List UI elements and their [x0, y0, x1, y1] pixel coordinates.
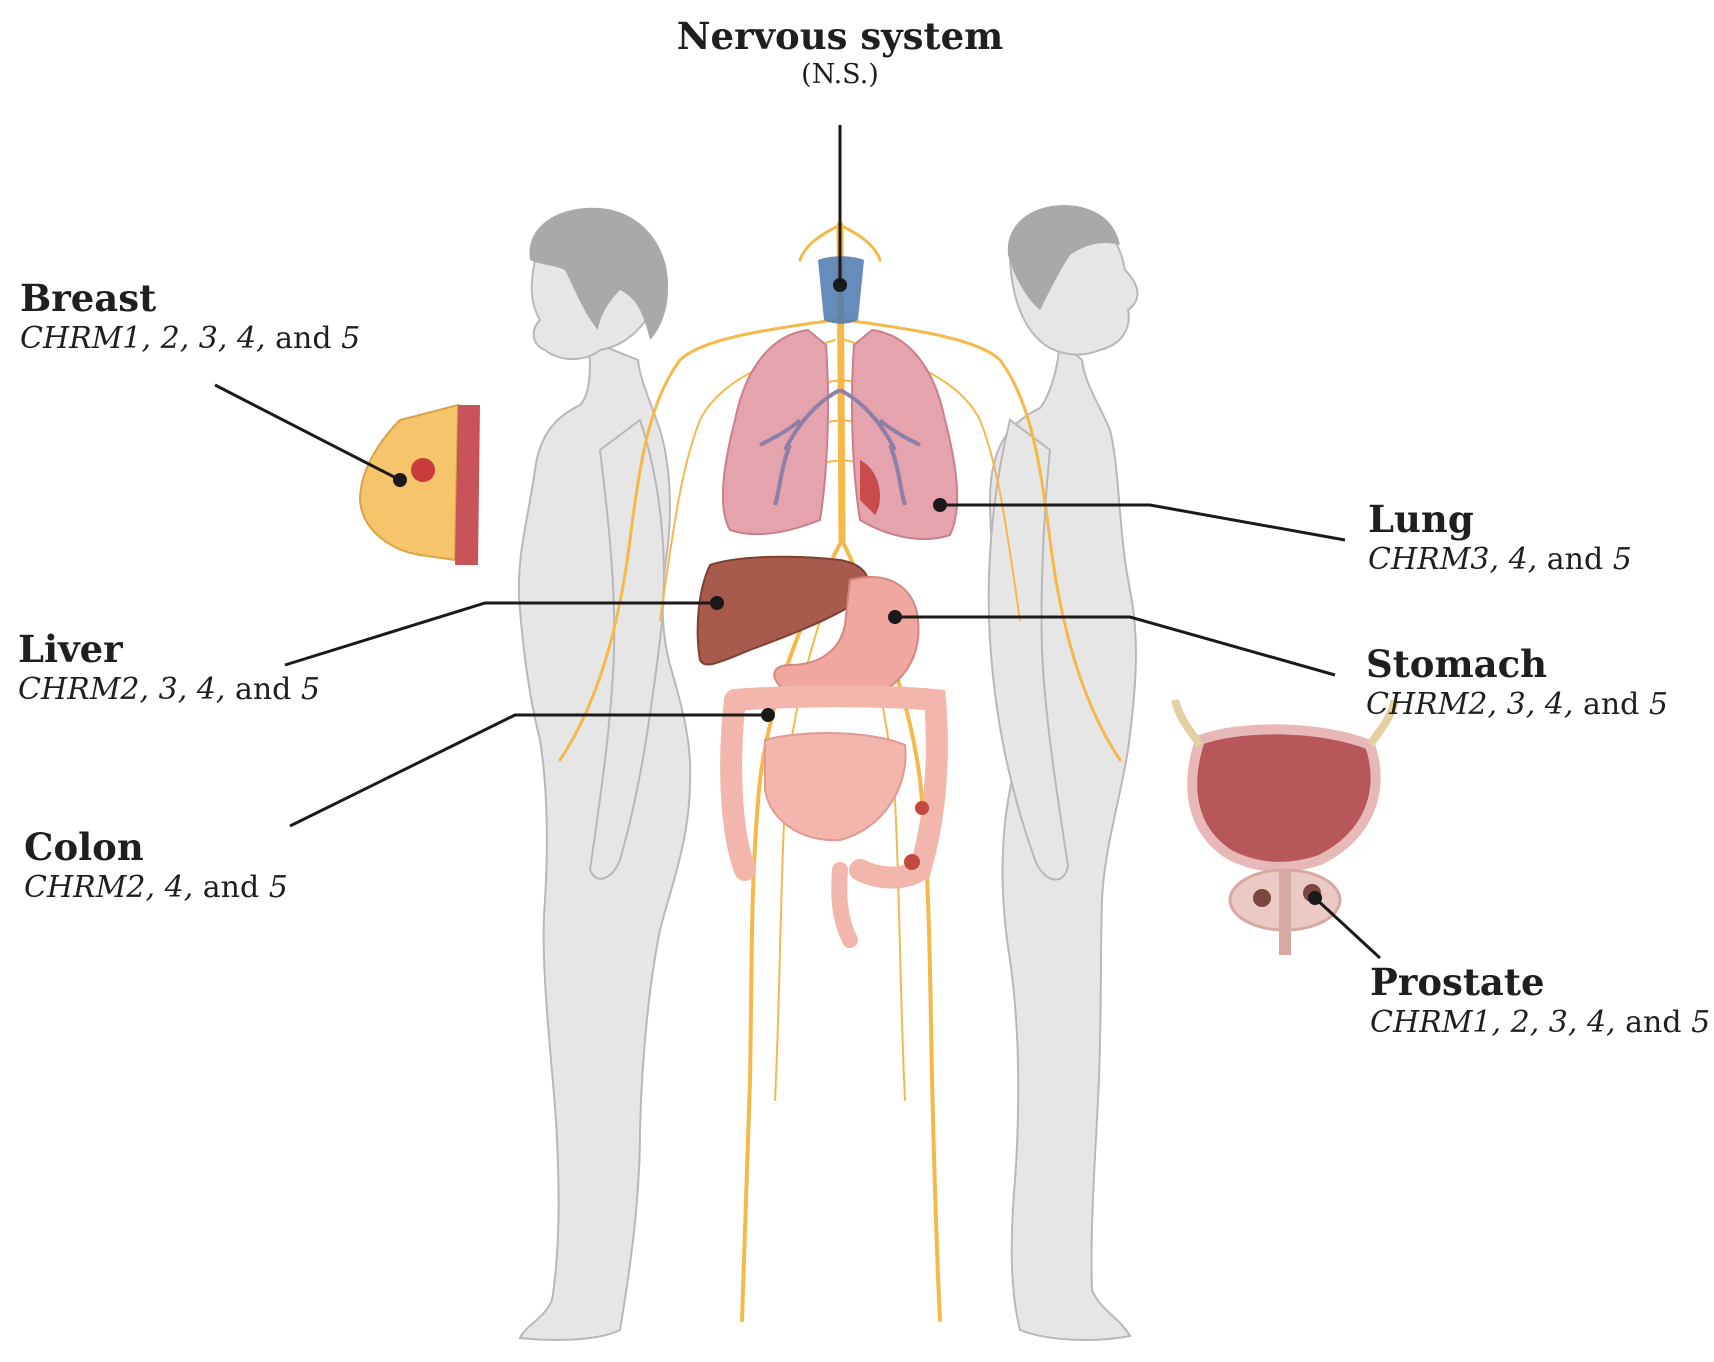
rectum — [839, 870, 850, 940]
bladder — [1192, 729, 1375, 867]
dot-prostate — [1308, 891, 1322, 905]
breast-name: Breast — [20, 276, 360, 320]
prostate-inset — [1175, 700, 1395, 955]
stomach-name: Stomach — [1366, 642, 1668, 686]
nervous-system-name: Nervous system — [640, 14, 1040, 58]
liver-genes: CHRM2, 3, 4, and 5 — [18, 671, 320, 709]
leader-breast — [215, 385, 400, 480]
colon-name: Colon — [24, 825, 288, 869]
liver-name: Liver — [18, 627, 320, 671]
dot-lung — [933, 498, 947, 512]
lung-genes: CHRM3, 4, and 5 — [1368, 541, 1632, 579]
dot-nervous-system — [833, 278, 847, 292]
ureter-left — [1175, 700, 1200, 745]
nervous-system-abbr: (N.S.) — [640, 58, 1040, 92]
intestines — [731, 696, 937, 940]
dot-liver — [710, 596, 724, 610]
leader-prostate — [1315, 898, 1380, 958]
label-prostate: Prostate CHRM1, 2, 3, 4, and 5 — [1370, 960, 1710, 1042]
breast-tissue — [360, 405, 458, 560]
label-breast: Breast CHRM1, 2, 3, 4, and 5 — [20, 276, 360, 358]
breast-tumor — [411, 458, 435, 482]
stomach-genes: CHRM2, 3, 4, and 5 — [1366, 686, 1668, 724]
chest-wall — [455, 405, 480, 565]
female-figure — [519, 208, 690, 1340]
dot-breast — [393, 473, 407, 487]
prostate-tumor-1 — [1253, 889, 1271, 907]
label-colon: Colon CHRM2, 4, and 5 — [24, 825, 288, 907]
dot-stomach — [888, 610, 902, 624]
breast-genes: CHRM1, 2, 3, 4, and 5 — [20, 320, 360, 358]
dot-colon — [761, 708, 775, 722]
colon-tumor-1 — [915, 801, 929, 815]
label-liver: Liver CHRM2, 3, 4, and 5 — [18, 627, 320, 709]
leader-colon — [290, 715, 768, 826]
prostate-name: Prostate — [1370, 960, 1710, 1004]
label-stomach: Stomach CHRM2, 3, 4, and 5 — [1366, 642, 1668, 724]
label-nervous-system: Nervous system (N.S.) — [640, 14, 1040, 92]
colon-tumor-2 — [904, 854, 920, 870]
small-intestine — [765, 733, 906, 840]
lung-name: Lung — [1368, 497, 1632, 541]
label-lung: Lung CHRM3, 4, and 5 — [1368, 497, 1632, 579]
prostate-genes: CHRM1, 2, 3, 4, and 5 — [1370, 1004, 1710, 1042]
colon-genes: CHRM2, 4, and 5 — [24, 869, 288, 907]
breast-inset — [360, 405, 480, 565]
